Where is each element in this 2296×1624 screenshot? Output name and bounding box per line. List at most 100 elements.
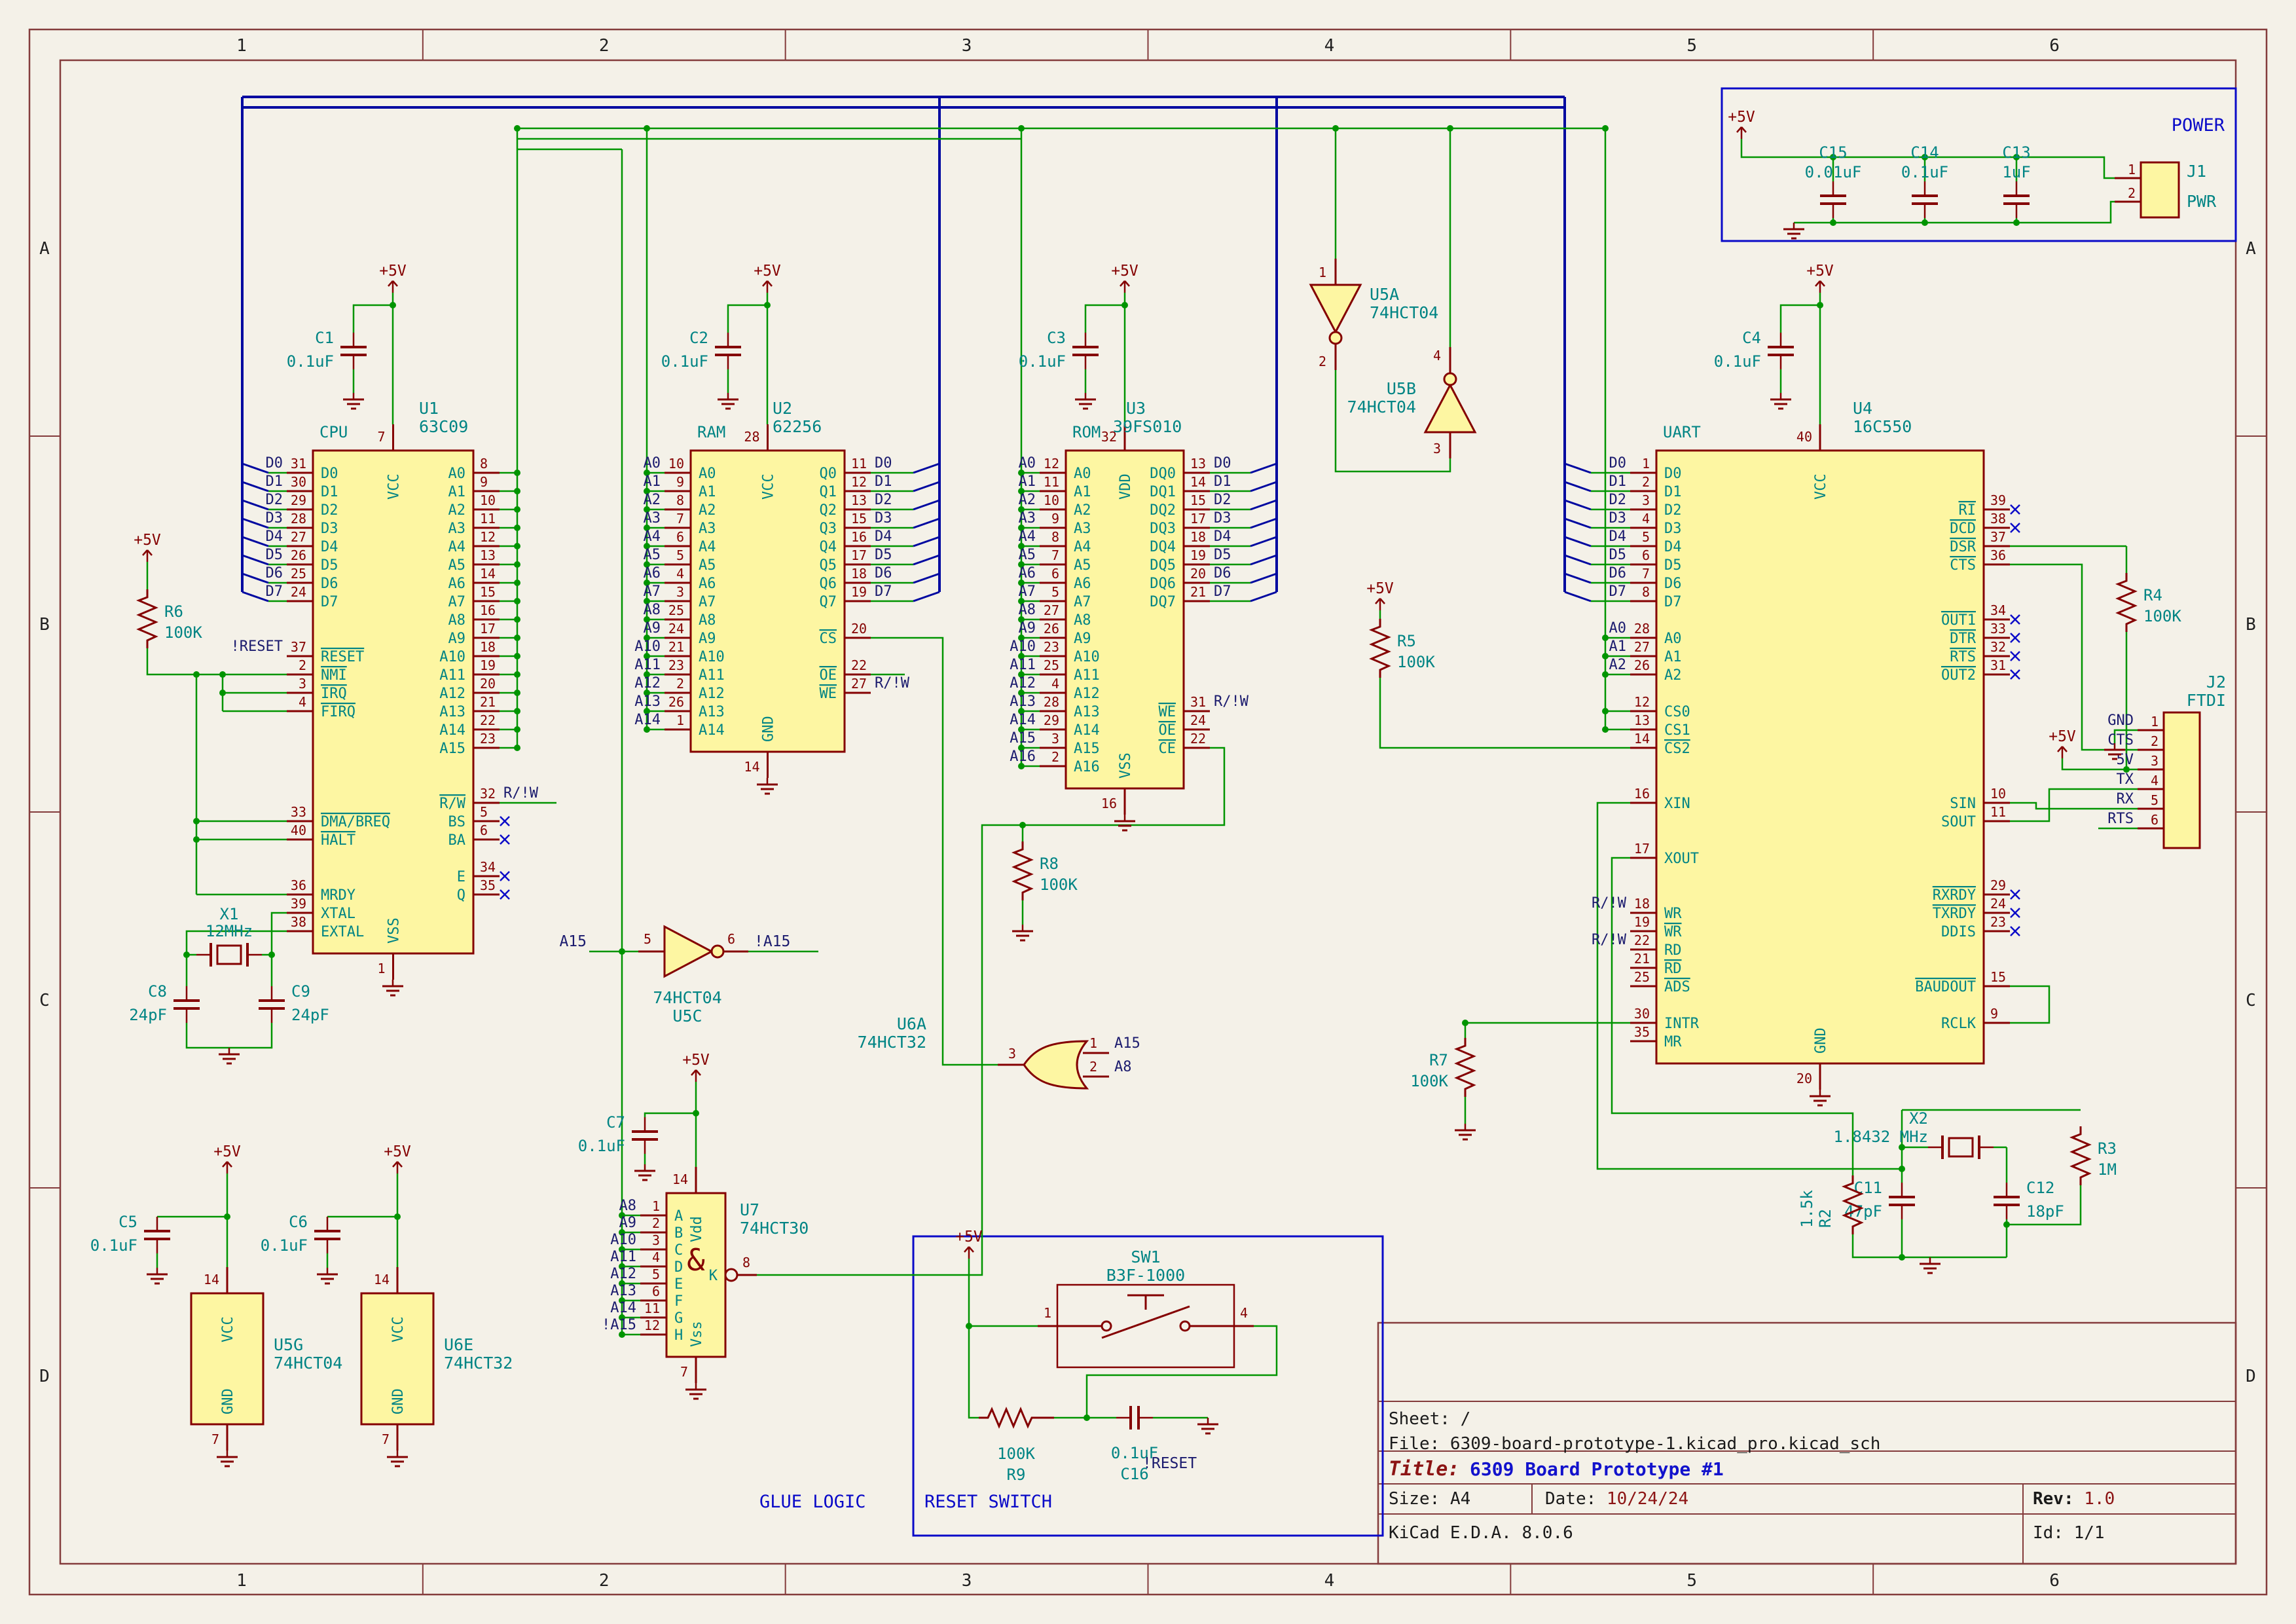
bus-entry[interactable] xyxy=(913,537,939,546)
ic-u4[interactable]: 1D0D02D1D13D2D24D3D35D4D46D5D57D6D68D7D7… xyxy=(1592,399,2010,1090)
gnd-symbol[interactable] xyxy=(343,393,364,409)
cap-c8[interactable]: C824pF xyxy=(129,982,200,1024)
wire[interactable] xyxy=(1087,1326,1277,1418)
cap-c7[interactable]: C70.1uF xyxy=(578,1113,658,1155)
connector-j2[interactable]: 1GND2CTS35V4TX5RX6RTSJ2FTDI xyxy=(2107,673,2226,848)
gnd-symbol[interactable] xyxy=(1114,815,1135,830)
wire[interactable] xyxy=(1853,1234,2007,1257)
bus-entry[interactable] xyxy=(913,592,939,601)
gnd-symbol[interactable] xyxy=(757,778,778,794)
cap-c2[interactable]: C20.1uF xyxy=(661,329,741,371)
res-r2[interactable]: R21.5k xyxy=(1798,1190,1834,1228)
bus-entry[interactable] xyxy=(1565,500,1591,509)
cap-c15[interactable]: C150.01uF xyxy=(1805,143,1862,218)
bus-entry[interactable] xyxy=(1250,574,1277,583)
connector-j1[interactable]: 12J1PWR xyxy=(2115,162,2217,217)
res-r9[interactable]: 100KR9 xyxy=(997,1445,1035,1484)
bus-entry[interactable] xyxy=(1250,519,1277,528)
bus-entry[interactable] xyxy=(242,500,268,509)
gnd-symbol[interactable] xyxy=(217,1450,238,1466)
res-zigzag[interactable] xyxy=(1014,841,1031,900)
res-r8[interactable]: R8100K xyxy=(1040,855,1078,894)
bus-entry[interactable] xyxy=(242,537,268,546)
cap-c14[interactable]: C140.1uF xyxy=(1901,143,1948,218)
bus-entry[interactable] xyxy=(1565,464,1591,473)
res-r6[interactable]: R6100K xyxy=(164,602,202,642)
power-5v-symbol[interactable]: +5V xyxy=(384,1143,411,1173)
res-zigzag[interactable] xyxy=(2118,573,2135,632)
bus-entry[interactable] xyxy=(1565,592,1591,601)
bus-entry[interactable] xyxy=(1565,537,1591,546)
power-5v-symbol[interactable]: +5V xyxy=(682,1052,710,1082)
bus-entry[interactable] xyxy=(913,500,939,509)
gate-u6a[interactable]: 123A15A8U6A74HCT32 xyxy=(858,1014,1140,1088)
wire[interactable] xyxy=(969,1259,979,1418)
res-zigzag[interactable] xyxy=(1457,1038,1474,1097)
crystal-x1[interactable]: X112MHz xyxy=(196,905,262,967)
cap-c12[interactable]: C1218pF xyxy=(1994,1179,2064,1221)
ic-body[interactable] xyxy=(1656,451,1984,1063)
gate-u5c[interactable]: 56U5C74HCT04 xyxy=(638,927,748,1025)
ic-u3[interactable]: 12A0A011A1A110A2A29A3A38A4A47A5A56A6A65A… xyxy=(1010,399,1248,815)
power-5v-symbol[interactable]: +5V xyxy=(213,1143,241,1173)
cap-c1[interactable]: C10.1uF xyxy=(287,329,367,371)
gnd-symbol[interactable] xyxy=(1197,1418,1218,1433)
bus-entry[interactable] xyxy=(1565,555,1591,564)
wire[interactable] xyxy=(757,748,1224,1275)
power-5v-symbol[interactable]: +5V xyxy=(1806,263,1834,293)
gnd-symbol[interactable] xyxy=(685,1383,706,1399)
wire[interactable] xyxy=(728,305,767,333)
gnd-symbol[interactable] xyxy=(387,1450,408,1466)
bus-entry[interactable] xyxy=(1250,592,1277,601)
gnd-symbol[interactable] xyxy=(634,1164,655,1180)
ic-u2[interactable]: 10A0A09A1A18A2A27A3A36A4A45A5A54A6A63A7A… xyxy=(634,399,909,778)
wire[interactable] xyxy=(871,638,998,1065)
gnd-symbol[interactable] xyxy=(1920,1257,1941,1273)
res-zigzag[interactable] xyxy=(2072,1126,2089,1185)
bus-entry[interactable] xyxy=(242,482,268,491)
cap-c3[interactable]: C30.1uF xyxy=(1019,329,1099,371)
wire[interactable] xyxy=(354,305,393,333)
switch-sw1[interactable]: 14SW1B3F-1000 xyxy=(1038,1247,1254,1367)
bus-entry[interactable] xyxy=(913,574,939,583)
gnd-symbol[interactable] xyxy=(1810,1090,1831,1105)
bus-entry[interactable] xyxy=(1565,574,1591,583)
bus-entry[interactable] xyxy=(1250,555,1277,564)
bus-entry[interactable] xyxy=(1250,464,1277,473)
cap-c5[interactable]: C50.1uF xyxy=(90,1213,170,1255)
crystal-x2[interactable]: X21.8432 MHz xyxy=(1834,1109,1994,1159)
crystal-body[interactable] xyxy=(1949,1138,1973,1156)
wire[interactable] xyxy=(1380,678,1630,748)
gate-u5a[interactable]: 12U5A74HCT04 xyxy=(1311,259,1438,370)
res-zigzag[interactable] xyxy=(1372,619,1389,678)
cap-c11[interactable]: C1147pF xyxy=(1844,1179,1915,1221)
power-5v-symbol[interactable]: +5V xyxy=(754,263,781,293)
inverter-body[interactable] xyxy=(1425,385,1475,432)
gnd-symbol[interactable] xyxy=(147,1268,168,1283)
bus-entry[interactable] xyxy=(1250,537,1277,546)
bus-entry[interactable] xyxy=(242,574,268,583)
power-5v-symbol[interactable]: +5V xyxy=(955,1228,983,1259)
gnd-symbol[interactable] xyxy=(382,980,403,995)
connector-body[interactable] xyxy=(2164,712,2200,848)
power-5v-symbol[interactable]: +5V xyxy=(1111,263,1139,293)
res-r3[interactable]: R31M xyxy=(2098,1139,2117,1179)
bus-entry[interactable] xyxy=(913,519,939,528)
gnd-symbol[interactable] xyxy=(1770,393,1791,409)
power-5v-symbol[interactable]: +5V xyxy=(379,263,407,293)
bus-entry[interactable] xyxy=(242,519,268,528)
ic-u1[interactable]: 31D0D030D1D129D2D228D3D327D4D426D5D525D6… xyxy=(231,399,539,980)
wire[interactable] xyxy=(645,1113,696,1117)
res-zigzag[interactable] xyxy=(979,1409,1054,1426)
res-r4[interactable]: R4100K xyxy=(2143,586,2181,625)
connector-body[interactable] xyxy=(2141,162,2179,217)
bus-entry[interactable] xyxy=(1565,482,1591,491)
gnd-symbol[interactable] xyxy=(1783,223,1804,238)
power-5v-symbol[interactable]: +5V xyxy=(134,532,161,562)
cap-c4[interactable]: C40.1uF xyxy=(1714,329,1794,371)
res-r5[interactable]: R5100K xyxy=(1397,632,1435,671)
gnd-symbol[interactable] xyxy=(718,393,738,409)
bus-entry[interactable] xyxy=(242,555,268,564)
wire[interactable] xyxy=(1781,305,1820,333)
